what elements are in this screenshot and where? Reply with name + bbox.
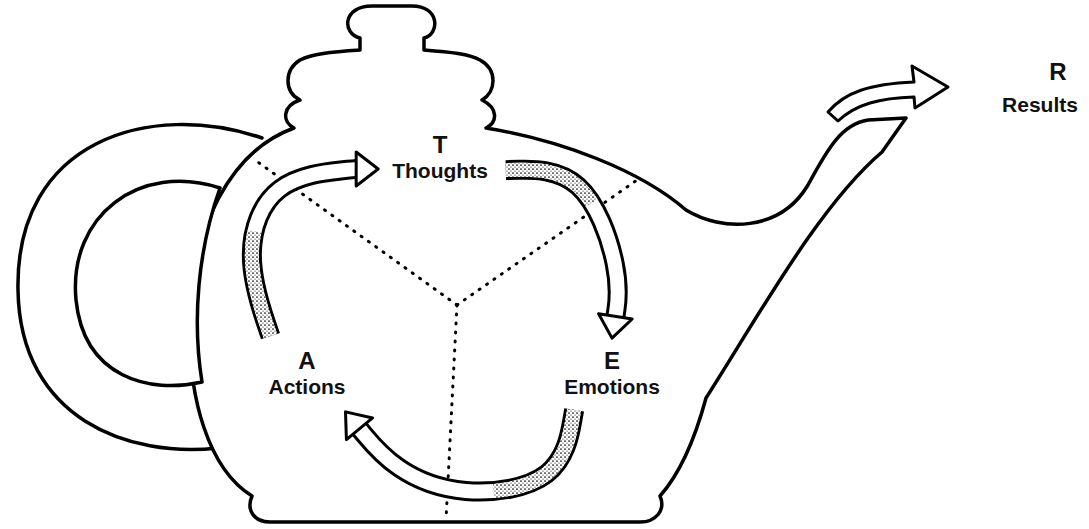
cycle-arrow: [506, 170, 632, 338]
stage-name: Thoughts: [392, 159, 488, 183]
arrow-head: [346, 412, 373, 440]
stage-letter: T: [392, 131, 488, 159]
handle-inner: [75, 181, 220, 385]
stage-letter: E: [564, 347, 660, 375]
arrow-fill: [359, 410, 574, 492]
arrow-outline: [506, 170, 618, 318]
results-letter: R: [1046, 57, 1069, 87]
cycle-arrow: [252, 152, 378, 336]
thoughts-sector: TThoughts: [384, 128, 496, 186]
cycle-arrow: [346, 410, 575, 492]
stage-name: Actions: [268, 375, 345, 399]
arrow-outline: [252, 169, 357, 336]
arrow-head: [599, 314, 633, 338]
stage-letter: A: [268, 347, 345, 375]
arrow-fill: [252, 169, 357, 336]
arrow-head: [356, 152, 378, 186]
actions-sector: AActions: [260, 344, 353, 402]
arrow-shading: [506, 170, 618, 318]
stage-name: Emotions: [564, 375, 660, 399]
sector-dividers: [255, 160, 640, 520]
arrow-outline: [359, 410, 574, 492]
results-label: Results: [999, 92, 1081, 118]
emotions-sector: EEmotions: [556, 344, 668, 402]
arrow-shading: [252, 169, 357, 336]
arrow-shading: [359, 410, 574, 492]
arrow-fill: [506, 170, 618, 318]
results-arrow: [828, 66, 948, 121]
teapot-body: [190, 6, 906, 522]
